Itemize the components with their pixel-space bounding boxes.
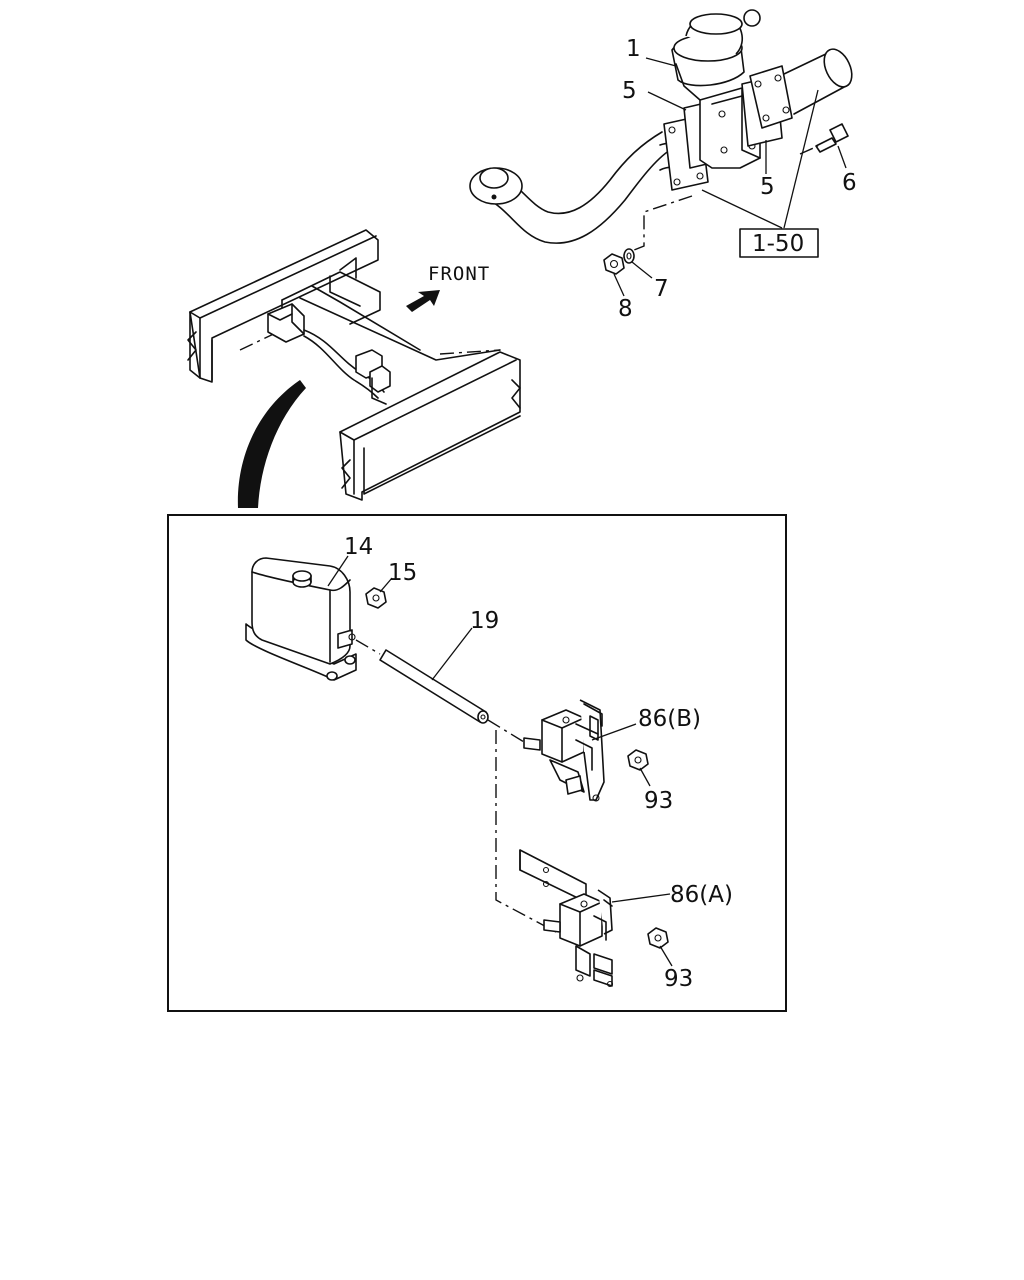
nut-15 — [365, 587, 387, 609]
nut-93-upper — [627, 749, 649, 771]
callout-14: 14 — [344, 534, 373, 560]
callout-86b: 86(B) — [638, 706, 701, 732]
hose-19 — [355, 639, 557, 933]
front-label: FRONT — [428, 263, 490, 285]
front-direction-indicator: FRONT — [406, 263, 490, 312]
solenoid-valve-86a — [519, 849, 614, 988]
top-leaders — [613, 57, 847, 297]
callout-8: 8 — [618, 296, 633, 322]
callout-93-upper: 93 — [644, 788, 673, 814]
reference-box-label: 1-50 — [752, 231, 804, 257]
solenoid-valve-86b — [523, 699, 605, 802]
callout-86a: 86(A) — [670, 882, 733, 908]
detail-pointer-arrow — [237, 380, 306, 508]
callout-93-lower: 93 — [664, 966, 693, 992]
chassis-frame — [187, 229, 521, 501]
callout-1: 1 — [626, 36, 641, 62]
detail-frame — [167, 514, 787, 1012]
callout-5-left: 5 — [622, 78, 637, 104]
air-tank — [245, 557, 357, 681]
callout-19: 19 — [470, 608, 499, 634]
reference-box: 1-50 — [739, 228, 819, 258]
nut-93-lower — [647, 927, 669, 949]
detail-leaders — [327, 555, 673, 967]
exhaust-valve-assembly — [469, 9, 853, 275]
callout-15: 15 — [388, 560, 417, 586]
callout-5-right: 5 — [760, 174, 775, 200]
front-arrow-icon — [406, 290, 440, 312]
callout-7: 7 — [654, 276, 669, 302]
callout-6: 6 — [842, 170, 857, 196]
